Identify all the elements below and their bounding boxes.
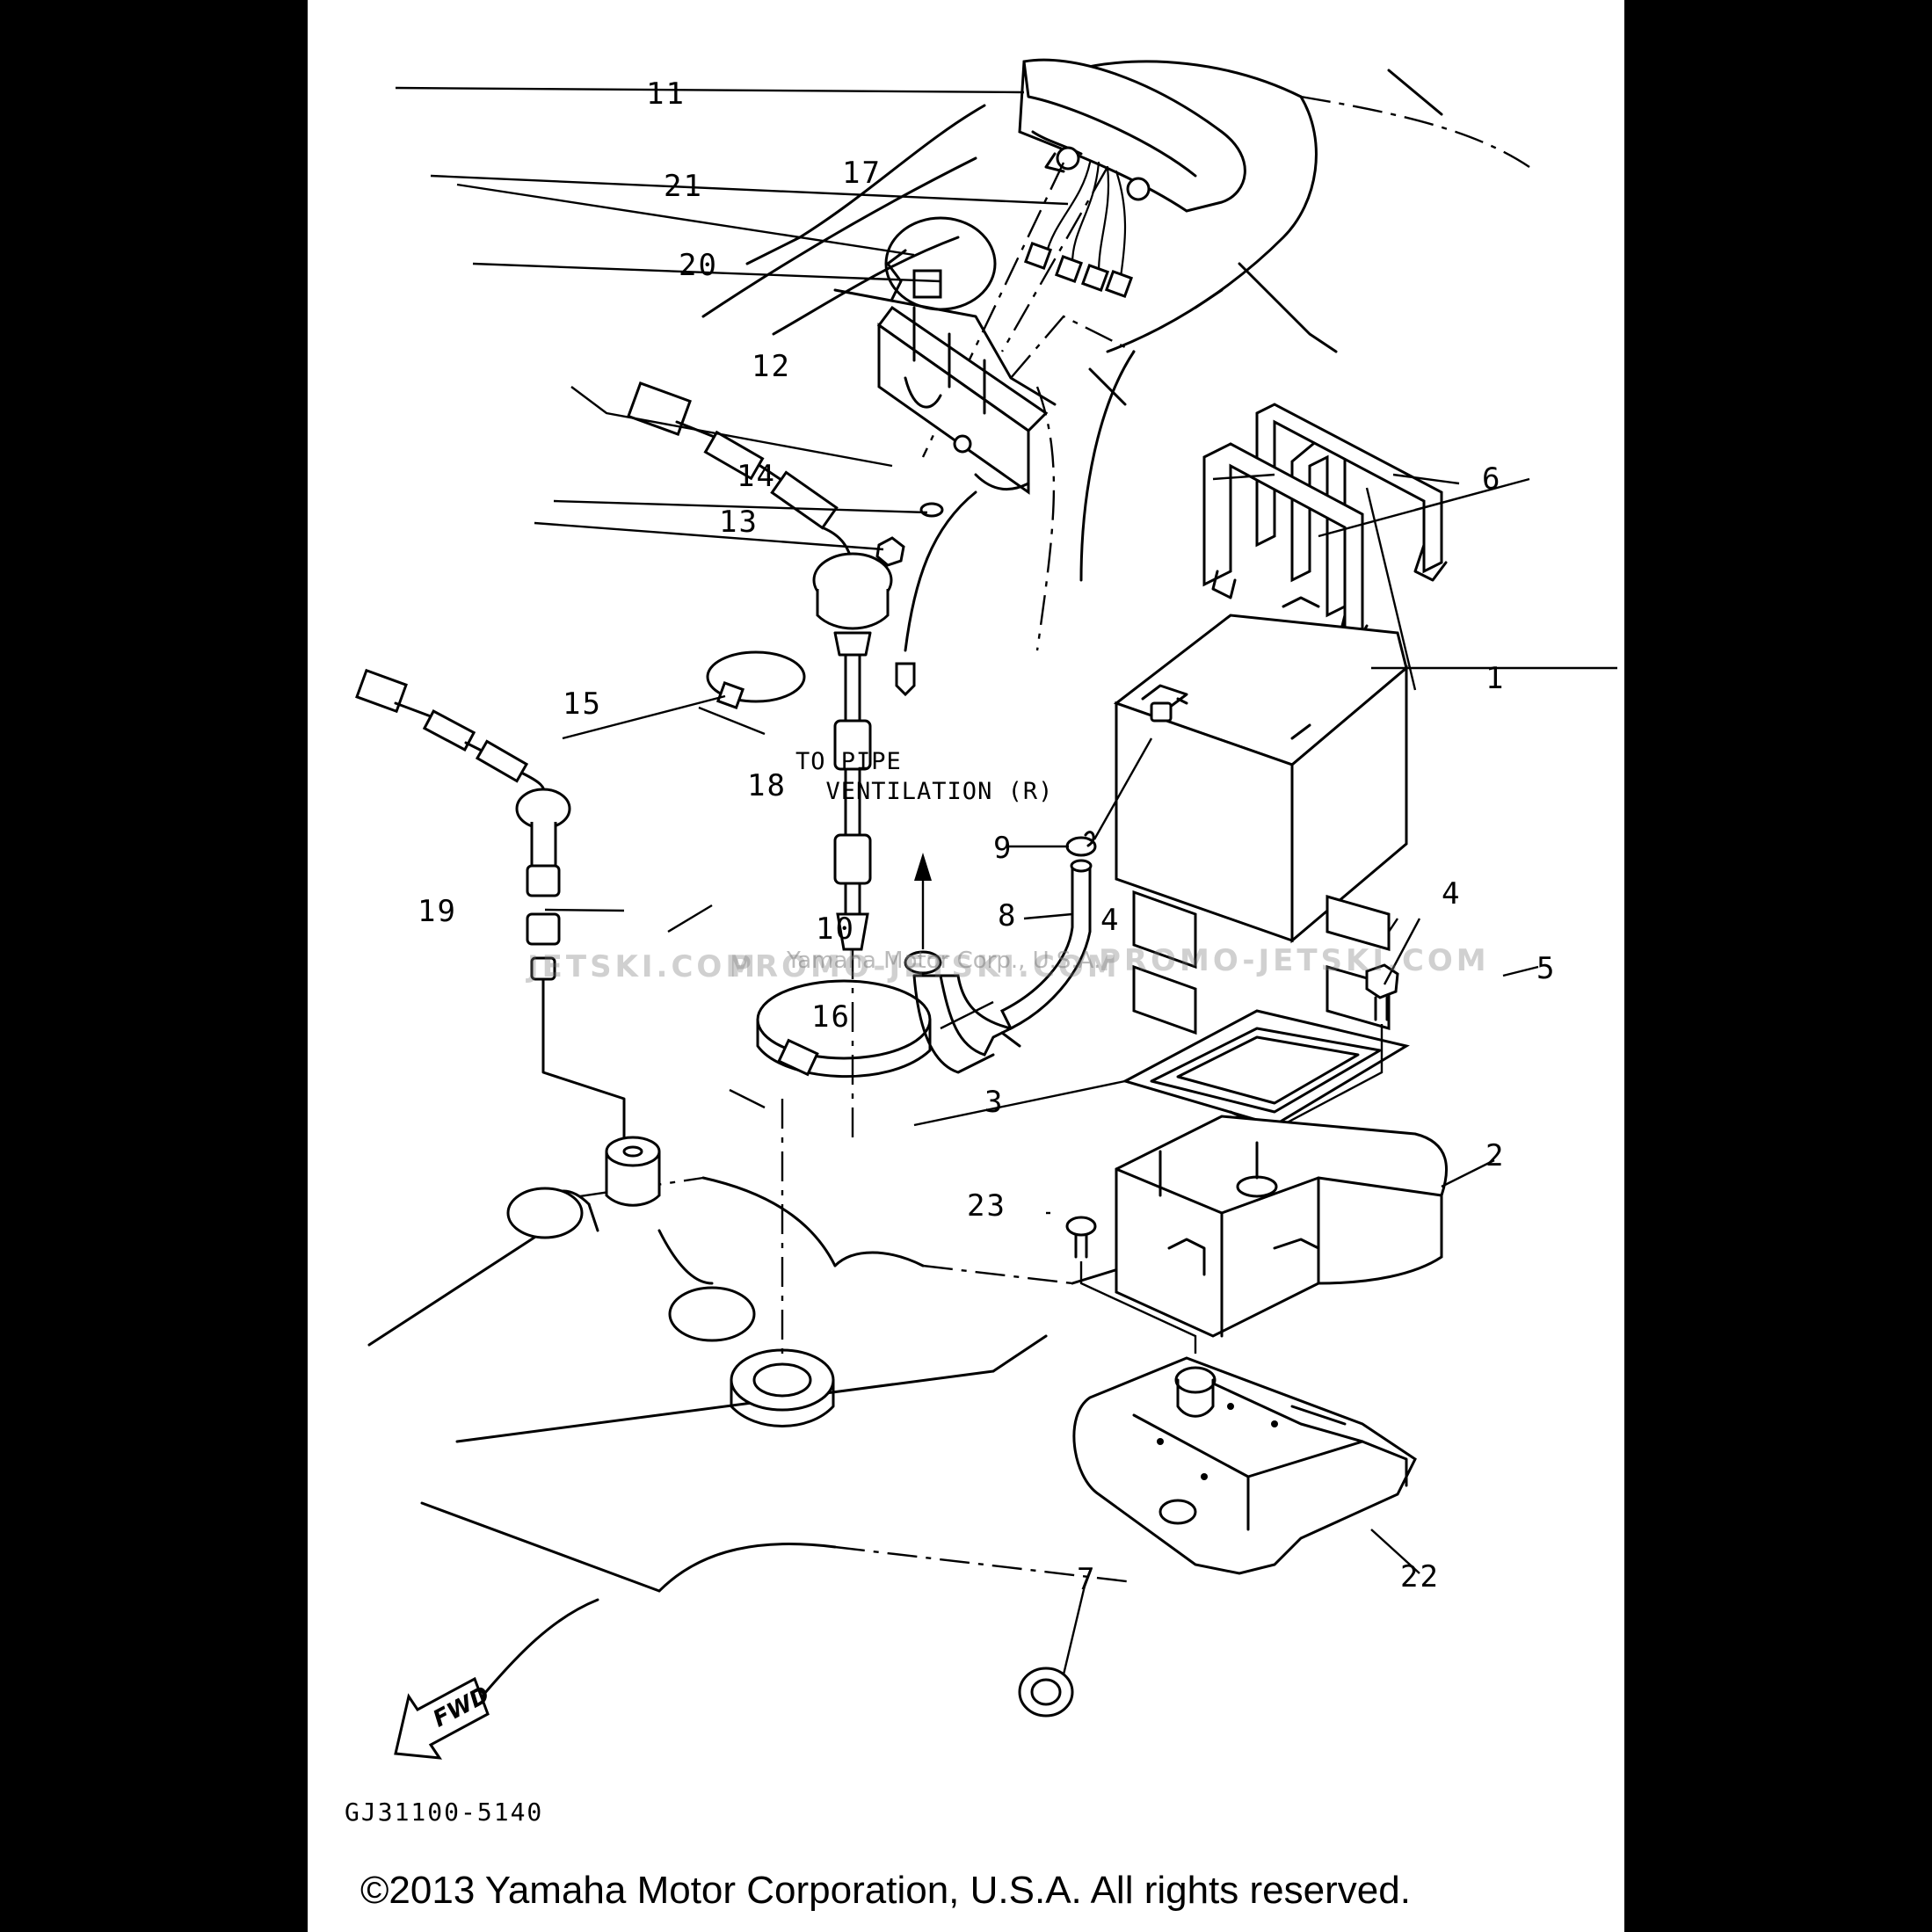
watermark-center: PROMO-JETSKI.COM	[730, 949, 1121, 984]
part-23-screw	[1065, 1216, 1197, 1354]
callout-11: 11	[646, 76, 686, 112]
callout-21: 21	[664, 169, 703, 204]
post-mount	[605, 1136, 661, 1207]
parts-drawing	[355, 58, 1617, 1760]
part-20-21-clamp	[884, 216, 997, 311]
watermark-left: JETSKI.COM	[527, 949, 759, 984]
callout-18: 18	[747, 768, 787, 803]
callout-4-right: 4	[1442, 876, 1462, 912]
part-16-hose-clamp	[756, 979, 932, 1079]
part-19-sensor	[355, 668, 626, 1153]
callout-3: 3	[984, 1085, 1005, 1120]
copyright-notice: ©2013 Yamaha Motor Corporation, U.S.A. A…	[360, 1869, 1411, 1912]
part-22-base-bracket	[1072, 1356, 1417, 1575]
callout-1: 1	[1485, 661, 1506, 696]
fwd-arrow	[394, 1676, 490, 1760]
part-18-clamp	[706, 650, 806, 710]
callout-17: 17	[842, 156, 882, 191]
reference-code: GJ31100-5140	[345, 1798, 544, 1827]
callout-20: 20	[679, 248, 718, 283]
leader-lines	[395, 86, 1617, 1675]
vent-hose-connector	[895, 490, 977, 697]
watermark-sub: Yamaha Motor Corp., U.S.A.	[787, 948, 1101, 974]
part-11-meter-cover	[1018, 58, 1246, 213]
part-9-clip	[1065, 831, 1097, 857]
part-12-bracket	[876, 305, 1049, 495]
grommet-lower	[506, 1187, 835, 1427]
callout-4-left: 4	[1100, 903, 1121, 938]
callout-9: 9	[993, 831, 1013, 866]
callout-2: 2	[1485, 1138, 1506, 1173]
callout-23: 23	[967, 1188, 1006, 1224]
callout-19: 19	[418, 894, 457, 929]
callout-13: 13	[719, 505, 759, 540]
callout-10: 10	[816, 912, 855, 947]
part-7-grommet	[1018, 1667, 1074, 1718]
callout-12: 12	[752, 349, 791, 384]
callout-8: 8	[998, 898, 1018, 933]
callout-22: 22	[1400, 1559, 1440, 1594]
callout-14: 14	[737, 459, 776, 494]
part-8-10-vent-tube	[904, 859, 1093, 1074]
vent-note: TO PIPE VENTILATION (R)	[795, 748, 1054, 805]
part-17-wire-harness	[1023, 161, 1134, 299]
callout-5: 5	[1536, 951, 1557, 986]
watermark-right: PROMO-JETSKI.COM	[1099, 943, 1490, 978]
part-3-gasket	[1122, 1009, 1410, 1127]
callout-7: 7	[1077, 1562, 1097, 1597]
part-2-battery-box	[1115, 1115, 1448, 1338]
part-1-battery	[1113, 596, 1408, 944]
part-4-pads	[1132, 890, 1391, 1035]
callout-6: 6	[1482, 461, 1502, 497]
callout-15: 15	[563, 686, 602, 722]
part-15-sensor	[627, 381, 893, 951]
hull-outline-lower-left	[367, 1176, 1188, 1707]
callout-16: 16	[811, 999, 851, 1035]
diagram-sheet: 11 17 21 20 12 14 13 6 15 1 18 9 19 8 4 …	[308, 0, 1624, 1932]
part-6-battery-straps	[1202, 403, 1448, 644]
